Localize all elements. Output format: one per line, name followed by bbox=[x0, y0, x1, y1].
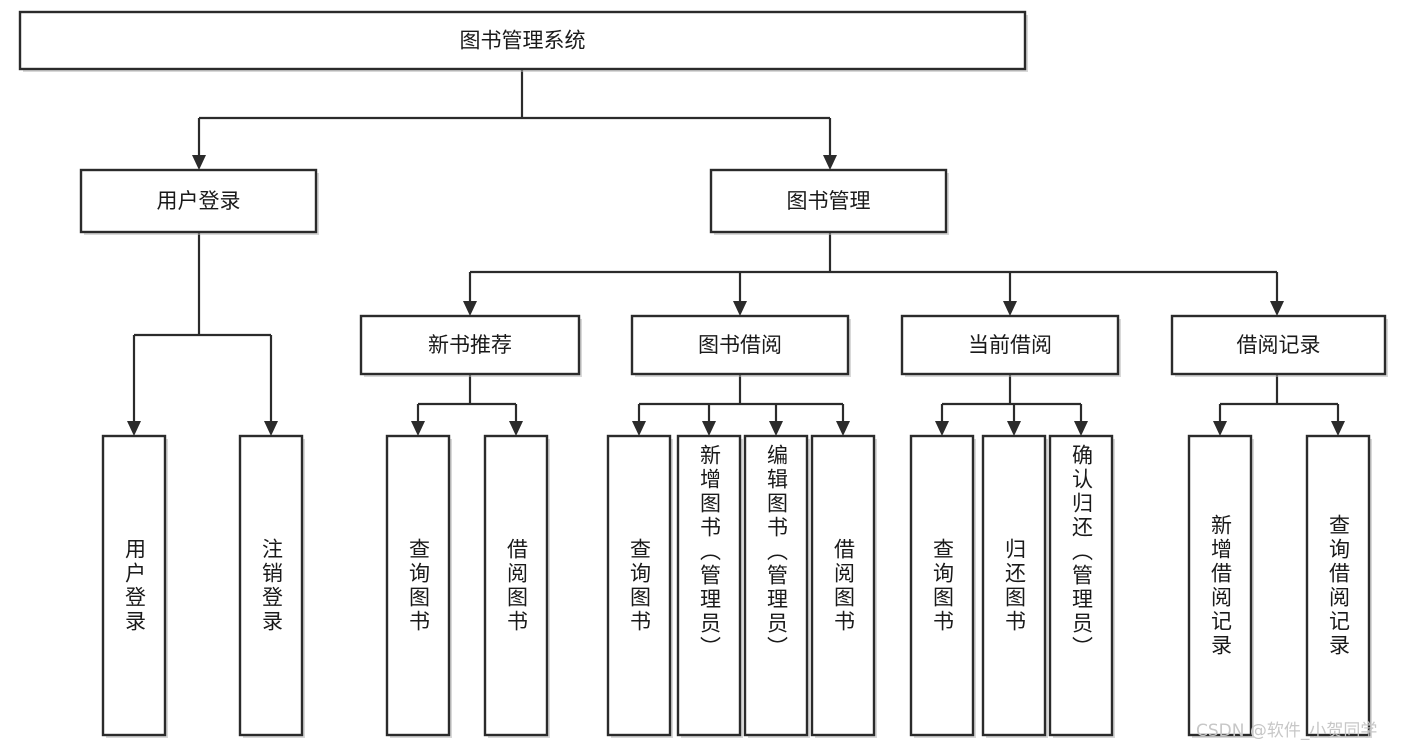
node-leaf-label-wrap-11: 新增借阅记录 bbox=[1189, 436, 1251, 735]
arrow-down-icon bbox=[823, 155, 837, 170]
node-level2-1[interactable] bbox=[709, 168, 949, 235]
arrow-down-icon bbox=[127, 421, 141, 436]
node-leaf-label-5: 新增图书（管理员） bbox=[697, 444, 722, 660]
node-leaf-label-7: 借阅图书 bbox=[831, 537, 856, 634]
node-level3-label-0: 新书推荐 bbox=[428, 333, 512, 357]
node-leaf-11[interactable] bbox=[1187, 434, 1254, 738]
node-leaf-label-wrap-8: 查询图书 bbox=[911, 436, 973, 735]
arrow-down-icon bbox=[733, 301, 747, 316]
arrow-down-icon bbox=[935, 421, 949, 436]
node-leaf-label-wrap-4: 查询图书 bbox=[608, 436, 670, 735]
node-leaf-label-11: 新增借阅记录 bbox=[1208, 513, 1233, 658]
node-leaf-3[interactable] bbox=[483, 434, 550, 738]
node-level3-3[interactable] bbox=[1170, 314, 1388, 377]
arrow-down-icon bbox=[1331, 421, 1345, 436]
node-leaf-label-wrap-9: 归还图书 bbox=[983, 436, 1045, 735]
node-leaf-label-3: 借阅图书 bbox=[504, 537, 529, 634]
node-leaf-label-wrap-10: 确认归还（管理员） bbox=[1050, 436, 1112, 735]
arrow-down-icon bbox=[411, 421, 425, 436]
node-level2-1-rect bbox=[709, 168, 948, 234]
node-leaf-8[interactable] bbox=[909, 434, 976, 738]
node-root-label: 图书管理系统 bbox=[460, 29, 586, 53]
node-leaf-1[interactable] bbox=[238, 434, 305, 738]
node-level3-2-rect bbox=[900, 314, 1120, 376]
node-leaf-10-rect bbox=[1048, 434, 1114, 737]
node-level2-0-rect bbox=[79, 168, 318, 234]
node-level2-label-0: 用户登录 bbox=[157, 189, 241, 213]
node-level3-3-rect bbox=[1170, 314, 1387, 376]
node-leaf-label-10: 确认归还（管理员） bbox=[1069, 444, 1094, 660]
arrow-down-icon bbox=[509, 421, 523, 436]
arrow-down-icon bbox=[769, 421, 783, 436]
node-level3-2[interactable] bbox=[900, 314, 1121, 377]
node-leaf-7-rect bbox=[810, 434, 876, 737]
node-leaf-label-wrap-5: 新增图书（管理员） bbox=[678, 436, 740, 735]
node-leaf-label-wrap-1: 注销登录 bbox=[240, 436, 302, 735]
node-leaf-label-wrap-2: 查询图书 bbox=[387, 436, 449, 735]
node-level3-0[interactable] bbox=[359, 314, 582, 377]
arrow-down-icon bbox=[1270, 301, 1284, 316]
node-leaf-9-rect bbox=[981, 434, 1047, 737]
node-leaf-9[interactable] bbox=[981, 434, 1048, 738]
node-leaf-label-wrap-12: 查询借阅记录 bbox=[1307, 436, 1369, 735]
arrow-down-icon bbox=[1213, 421, 1227, 436]
arrow-down-icon bbox=[1007, 421, 1021, 436]
node-leaf-7[interactable] bbox=[810, 434, 877, 738]
node-leaf-2[interactable] bbox=[385, 434, 452, 738]
arrow-down-icon bbox=[192, 155, 206, 170]
node-level3-1-rect bbox=[630, 314, 850, 376]
node-leaf-label-12: 查询借阅记录 bbox=[1326, 513, 1351, 658]
node-leaf-label-wrap-7: 借阅图书 bbox=[812, 436, 874, 735]
arrow-down-icon bbox=[836, 421, 850, 436]
node-leaf-label-6: 编辑图书（管理员） bbox=[764, 444, 789, 660]
arrow-down-icon bbox=[632, 421, 646, 436]
node-leaf-label-1: 注销登录 bbox=[259, 537, 284, 634]
node-leaf-4-rect bbox=[606, 434, 672, 737]
node-leaf-2-rect bbox=[385, 434, 451, 737]
node-level3-0-rect bbox=[359, 314, 581, 376]
node-level3-label-2: 当前借阅 bbox=[968, 333, 1052, 357]
node-leaf-label-9: 归还图书 bbox=[1002, 537, 1027, 634]
node-leaf-label-wrap-6: 编辑图书（管理员） bbox=[745, 436, 807, 735]
arrow-down-icon bbox=[463, 301, 477, 316]
arrow-down-icon bbox=[1003, 301, 1017, 316]
node-leaf-label-2: 查询图书 bbox=[406, 537, 431, 634]
node-leaf-12-rect bbox=[1305, 434, 1371, 737]
node-root-rect bbox=[18, 10, 1027, 71]
node-level2-0[interactable] bbox=[79, 168, 319, 235]
node-level3-1[interactable] bbox=[630, 314, 851, 377]
node-leaf-label-0: 用户登录 bbox=[122, 537, 147, 634]
node-level3-label-1: 图书借阅 bbox=[698, 333, 782, 357]
node-leaf-0-rect bbox=[101, 434, 167, 737]
node-leaf-label-4: 查询图书 bbox=[627, 537, 652, 634]
node-leaf-4[interactable] bbox=[606, 434, 673, 738]
node-leaf-10[interactable] bbox=[1048, 434, 1115, 738]
arrow-down-icon bbox=[702, 421, 716, 436]
node-leaf-label-8: 查询图书 bbox=[930, 537, 955, 634]
node-leaf-8-rect bbox=[909, 434, 975, 737]
node-root[interactable] bbox=[18, 10, 1028, 72]
node-leaf-5[interactable] bbox=[676, 434, 743, 738]
arrow-down-icon bbox=[1074, 421, 1088, 436]
node-leaf-6-rect bbox=[743, 434, 809, 737]
arrow-down-icon bbox=[264, 421, 278, 436]
node-leaf-12[interactable] bbox=[1305, 434, 1372, 738]
node-leaf-3-rect bbox=[483, 434, 549, 737]
node-leaf-0[interactable] bbox=[101, 434, 168, 738]
node-leaf-5-rect bbox=[676, 434, 742, 737]
node-level2-label-1: 图书管理 bbox=[787, 189, 871, 213]
node-level3-label-3: 借阅记录 bbox=[1237, 333, 1321, 357]
node-leaf-6[interactable] bbox=[743, 434, 810, 738]
node-leaf-1-rect bbox=[238, 434, 304, 737]
connector-layer bbox=[127, 69, 1345, 436]
node-leaf-label-wrap-0: 用户登录 bbox=[103, 436, 165, 735]
node-leaf-label-wrap-3: 借阅图书 bbox=[485, 436, 547, 735]
node-leaf-11-rect bbox=[1187, 434, 1253, 737]
